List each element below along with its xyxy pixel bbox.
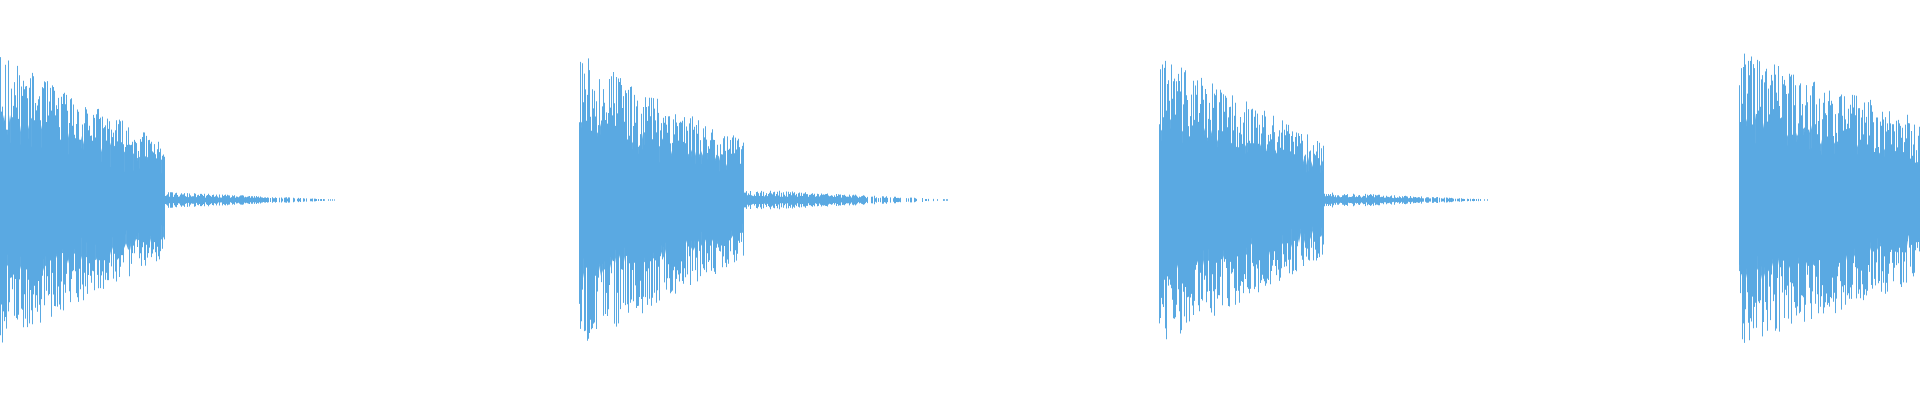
- waveform-clip-4[interactable]: [1739, 53, 1920, 343]
- waveform-peaks: [1159, 60, 1324, 340]
- waveform-tail: [744, 190, 948, 210]
- waveform-peaks: [1739, 53, 1920, 343]
- waveform-peaks: [579, 58, 744, 341]
- waveform-peaks: [0, 57, 165, 343]
- waveform-tail: [165, 192, 335, 208]
- waveform-clip-2[interactable]: [579, 58, 948, 341]
- waveform-tail: [1324, 192, 1488, 208]
- waveform-clip-1[interactable]: [0, 57, 335, 343]
- waveform-clip-3[interactable]: [1159, 60, 1488, 340]
